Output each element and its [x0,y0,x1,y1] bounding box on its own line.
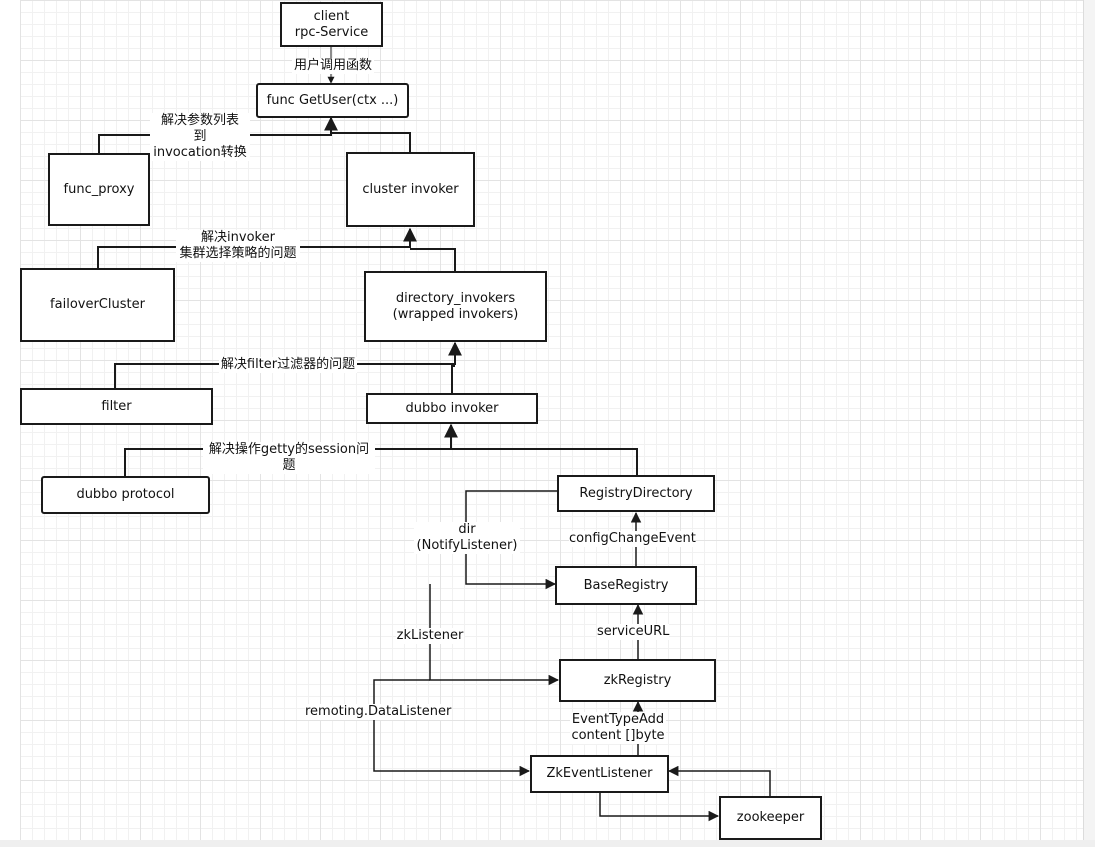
label-data-listener: remoting.DataListener [305,704,452,720]
dubbo-invoker-node[interactable]: dubbo invoker [366,393,538,424]
left-margin [0,0,20,847]
getuser-node[interactable]: func GetUser(ctx ...) [256,83,409,118]
label-filter-note: 解决filter过滤器的问题 [219,357,357,373]
zk-event-listener-node[interactable]: ZkEventListener [530,755,669,793]
label-dir-notify: dir (NotifyListener) [414,522,520,554]
client-node[interactable]: client rpc-Service [280,2,383,47]
label-proxy-note: 解决参数列表 到 invocation转换 [150,113,250,161]
edge-datalistener [373,679,531,777]
dubbo-protocol-node[interactable]: dubbo protocol [41,476,210,514]
label-zk-listener: zkListener [396,628,464,644]
edge-zookeeper-to-event [667,765,771,796]
label-user-call: 用户调用函数 [292,58,374,74]
failover-cluster-node[interactable]: failoverCluster [20,268,175,342]
zk-registry-node[interactable]: zkRegistry [559,659,716,702]
base-registry-node[interactable]: BaseRegistry [555,566,697,605]
edge-cluster-to-getuser [331,132,411,152]
label-cluster-note: 解决invoker 集群选择策略的问题 [176,230,300,262]
cluster-invoker-node[interactable]: cluster invoker [346,152,475,227]
label-config-change: configChangeEvent [569,531,696,547]
filter-node[interactable]: filter [20,388,213,425]
label-service-url: serviceURL [597,624,670,640]
registry-directory-node[interactable]: RegistryDirectory [557,475,715,512]
vertical-scrollbar[interactable] [1083,0,1095,847]
edge-event-to-zookeeper [599,792,720,822]
zookeeper-node[interactable]: zookeeper [719,796,822,840]
directory-invokers-node[interactable]: directory_invokers (wrapped invokers) [364,271,547,342]
func-proxy-node[interactable]: func_proxy [48,153,150,226]
edge-directory-to-cluster [410,248,456,271]
label-protocol-note: 解决操作getty的session问题 [203,442,375,474]
edge-registrydir-to-invoker [451,448,638,475]
edge-invoker-to-directory [451,365,455,393]
label-event-type: EventTypeAdd content []byte [570,712,666,744]
horizontal-scrollbar[interactable] [0,840,1095,847]
